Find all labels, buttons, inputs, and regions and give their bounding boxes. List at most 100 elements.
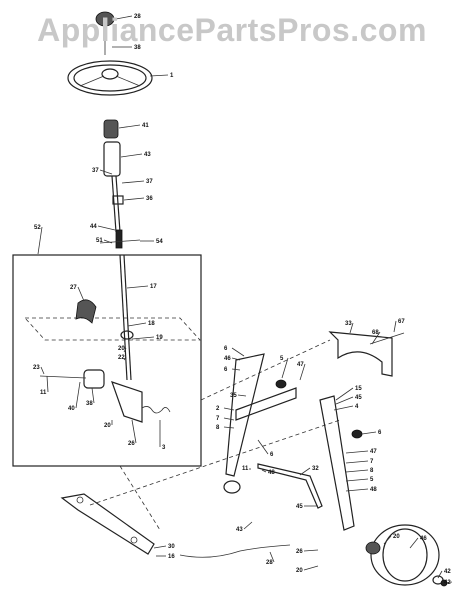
part-callout: 17 xyxy=(150,284,157,290)
part-callout: 33 xyxy=(345,321,352,327)
steering-hub xyxy=(101,68,119,80)
steering-gear xyxy=(83,369,105,389)
part-callout: 48 xyxy=(268,470,275,476)
support-plate-left xyxy=(60,493,155,555)
leader-line xyxy=(46,375,49,393)
leader-line xyxy=(223,426,235,429)
leader-line xyxy=(335,387,354,401)
plate-hole xyxy=(76,496,84,504)
wheel-spoke xyxy=(79,75,105,87)
part-callout: 26 xyxy=(296,549,303,555)
leader-line xyxy=(223,417,235,421)
leader-line xyxy=(97,225,116,231)
part-callout: 5 xyxy=(370,477,374,483)
steering-wheel xyxy=(67,60,153,96)
front-wheel-rim xyxy=(382,528,428,582)
leader-line xyxy=(153,545,167,549)
part-callout: 20 xyxy=(393,534,400,540)
part-callout: 45 xyxy=(296,504,303,510)
steering-wheel-inner xyxy=(73,64,147,92)
spindle-right xyxy=(319,395,355,531)
bushing xyxy=(103,119,119,139)
leader-line xyxy=(345,450,369,454)
leader-line xyxy=(345,488,369,492)
routing-line xyxy=(200,339,331,401)
leader-line xyxy=(231,347,245,357)
part-callout: 36 xyxy=(146,196,153,202)
steering-shaft-lower-edge xyxy=(123,254,132,381)
part-callout: 1 xyxy=(170,73,174,79)
part-callout: 4 xyxy=(355,404,359,410)
part-callout: 67 xyxy=(398,319,405,325)
leader-line xyxy=(371,331,381,345)
leader-line xyxy=(261,469,267,473)
sector-bracket xyxy=(111,381,143,423)
leader-line xyxy=(299,467,311,476)
leader-line xyxy=(335,396,354,405)
leader-line xyxy=(443,581,453,584)
axle-beam xyxy=(235,387,297,421)
leader-line xyxy=(303,549,319,552)
leader-line xyxy=(349,322,354,334)
part-callout: 30 xyxy=(168,544,175,550)
leader-line xyxy=(393,320,397,333)
steering-column-sleeve xyxy=(103,141,121,177)
leader-line xyxy=(345,460,369,464)
part-callout: 28 xyxy=(134,14,141,20)
part-callout: 6 xyxy=(378,430,382,436)
leader-line xyxy=(123,356,127,361)
part-callout: 35 xyxy=(230,393,237,399)
part-callout: 20 xyxy=(296,568,303,574)
part-callout: 19 xyxy=(156,335,163,341)
dash-panel-outline xyxy=(24,317,201,341)
pinion-gear xyxy=(120,330,134,340)
part-callout: 48 xyxy=(370,487,377,493)
pivot-bolt xyxy=(39,375,87,379)
leader-line xyxy=(257,439,269,455)
leader-line xyxy=(118,124,141,129)
leader-line xyxy=(121,180,145,184)
part-callout: 18 xyxy=(148,321,155,327)
leader-line xyxy=(231,357,241,361)
part-callout: 20 xyxy=(118,346,125,352)
leader-line xyxy=(333,405,354,411)
part-callout: 68 xyxy=(372,330,379,336)
wheel-spoke xyxy=(115,75,141,87)
leader-line xyxy=(409,537,419,549)
part-callout: 6 xyxy=(224,346,228,352)
leader-line xyxy=(281,357,289,379)
leader-line xyxy=(383,535,392,545)
leader-line xyxy=(361,431,377,435)
leader-line xyxy=(303,565,319,571)
part-callout: 41 xyxy=(142,123,149,129)
leader-line xyxy=(37,226,43,255)
part-callout: 8 xyxy=(216,425,220,431)
leader-line xyxy=(237,394,247,397)
steering-shaft-lower xyxy=(119,254,128,381)
spindle-left xyxy=(225,353,265,477)
part-callout: 2 xyxy=(216,406,220,412)
roll-pin xyxy=(99,239,141,244)
part-callout: 3 xyxy=(162,445,166,451)
part-callout: 38 xyxy=(86,401,93,407)
leader-line xyxy=(345,478,369,482)
bracket-bolt xyxy=(369,332,405,345)
part-callout: 38 xyxy=(134,45,141,51)
leader-line xyxy=(223,407,235,411)
leader-line xyxy=(127,322,147,327)
part-callout: 5 xyxy=(280,356,284,362)
part-callout: 16 xyxy=(168,554,175,560)
part-callout: 7 xyxy=(370,459,374,465)
leader-line xyxy=(131,419,137,444)
leader-line xyxy=(40,366,45,375)
part-callout: 20 xyxy=(104,423,111,429)
part-callout: 40 xyxy=(68,406,75,412)
part-callout: 37 xyxy=(92,168,99,174)
spring xyxy=(75,299,97,324)
leader-line xyxy=(77,286,85,302)
part-callout: 45 xyxy=(355,395,362,401)
part-callout: 23 xyxy=(33,365,40,371)
